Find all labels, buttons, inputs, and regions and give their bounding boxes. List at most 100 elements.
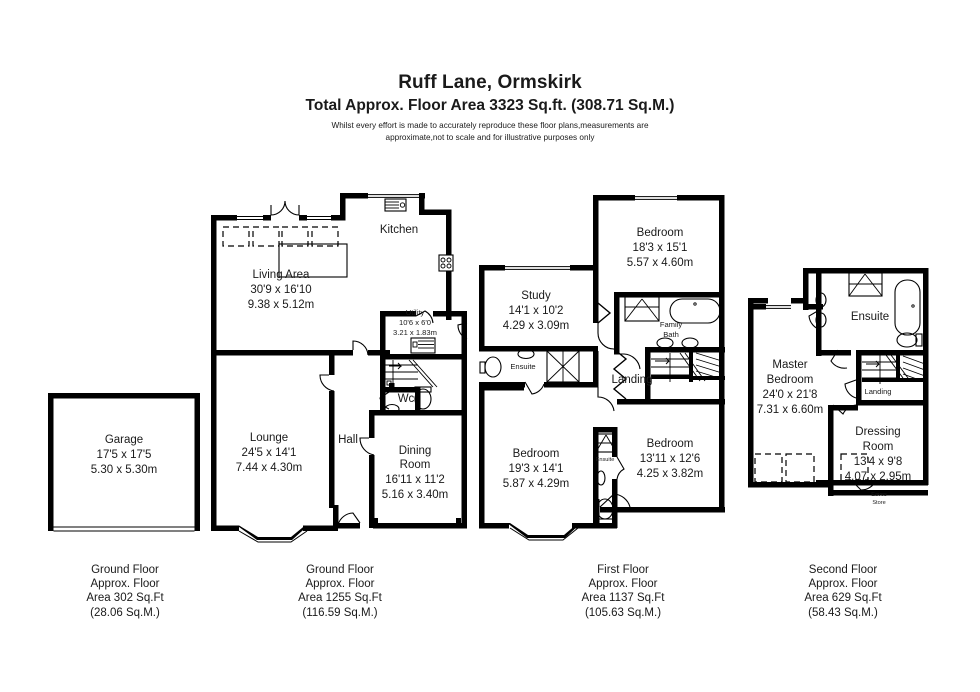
kitchen-sink-icon xyxy=(384,198,407,212)
ground-wall-living-lounge xyxy=(211,350,353,356)
second-caption-line-2: Approx. Floor xyxy=(808,578,878,591)
ground-caption-line-2: Approx. Floor xyxy=(305,578,375,591)
garage-caption-line-3: Area 302 Sq.Ft xyxy=(86,592,164,605)
living-area-label: Living Area xyxy=(253,269,311,281)
kitchen-label: Kitchen xyxy=(380,224,418,236)
second-landing-label: Landing xyxy=(864,387,891,396)
ground-wall-hall-lounge-upper xyxy=(329,355,335,375)
second-wall-ensuite-bottom-right xyxy=(859,350,928,356)
dining-side-window-icon xyxy=(462,448,467,478)
first-wall-bath-top xyxy=(614,292,724,298)
ground-caption-line-3: Area 1255 Sq.Ft xyxy=(298,592,382,605)
second-wall-ensuite-left xyxy=(816,304,822,356)
second-floor-floorplan: Ensuite Master Bedroom 24'0 x 21'8 7.31 … xyxy=(748,268,929,506)
ground-floor-floorplan: Kitchen Living Area 30'9 x 16'10 9.38 x … xyxy=(211,193,468,543)
ground-door-arcs xyxy=(319,310,468,526)
disclaimer-line-2: approximate,not to scale and for illustr… xyxy=(385,133,595,142)
second-wall-ensuite-bottom-left xyxy=(816,350,851,356)
first-staircase-icon xyxy=(651,352,725,382)
first-right-bedroom-metric: 4.25 x 3.82m xyxy=(637,468,703,480)
study-window-icon xyxy=(505,266,570,270)
landing-open-boundary-upper xyxy=(597,302,612,324)
ensuite-mid-label: Ensuite xyxy=(596,457,615,463)
garage-imperial: 17'5 x 17'5 xyxy=(97,449,152,461)
first-top-bedroom-metric: 5.57 x 4.60m xyxy=(627,257,693,269)
ensuite-study-basin-icon xyxy=(517,348,535,360)
dressing-room-label-line1: Dressing xyxy=(855,426,900,438)
second-outer-walls xyxy=(748,268,929,496)
garage-caption-line-1: Ground Floor xyxy=(91,564,159,576)
lounge-bay-window-icon xyxy=(237,525,308,543)
first-wall-ensuite-right xyxy=(593,351,599,387)
second-staircase-icon xyxy=(862,354,929,384)
second-door-arcs xyxy=(808,308,877,491)
hall-label: Hall xyxy=(338,434,358,446)
master-bedroom-label-line1: Master xyxy=(772,359,807,371)
garage-caption: Ground Floor Approx. Floor Area 302 Sq.F… xyxy=(15,563,235,620)
master-bedroom-metric: 7.31 x 6.60m xyxy=(757,404,823,416)
lounge-imperial: 24'5 x 14'1 xyxy=(242,447,297,459)
disclaimer-line-1: Whilst every effort is made to accuratel… xyxy=(331,121,649,130)
garage-wall-right xyxy=(194,393,200,531)
dining-room-label-line1: Dining xyxy=(399,445,432,457)
first-wall-study-right xyxy=(593,265,599,323)
first-caption-line-2: Approx. Floor xyxy=(588,578,658,591)
study-label: Study xyxy=(521,290,551,302)
second-ensuite-toilet-icon xyxy=(896,332,923,348)
first-wall-ensuite-bottom xyxy=(479,382,525,388)
second-wall-master-dressing xyxy=(828,405,834,485)
kitchen-hob-icon xyxy=(438,254,454,272)
utility-metric: 3.21 x 1.83m xyxy=(393,328,437,337)
ground-outer-walls xyxy=(211,193,467,531)
first-caption-line-3: Area 1137 Sq.Ft xyxy=(581,592,665,605)
second-ensuite-shower-icon xyxy=(848,272,883,297)
second-wall-jog-top xyxy=(748,298,768,304)
eaves-store-label-line1: Eaves xyxy=(871,492,887,498)
ground-caption-line-4: (116.59 Sq.M.) xyxy=(302,606,378,619)
garage-wall-bottom-right-stub xyxy=(194,525,200,531)
ensuite-mid-shower-icon xyxy=(595,433,617,453)
first-wall-landing-bottom xyxy=(617,399,725,405)
dining-room-label-line2: Room xyxy=(400,459,431,471)
second-wall-landing-left xyxy=(856,350,862,405)
ground-caption-line-1: Ground Floor xyxy=(306,564,374,576)
garage-door-icon xyxy=(53,526,195,532)
garage-metric: 5.30 x 5.30m xyxy=(91,464,157,476)
living-area-metric: 9.38 x 5.12m xyxy=(248,299,314,311)
ground-staircase-icon xyxy=(385,359,438,388)
second-ensuite-basins-icon xyxy=(815,292,827,328)
bifold-doors-icon xyxy=(222,226,339,247)
dining-room-metric: 5.16 x 3.40m xyxy=(382,489,448,501)
living-area-double-door-icon xyxy=(270,200,300,216)
second-floor-caption: Second Floor Approx. Floor Area 629 Sq.F… xyxy=(733,563,953,620)
dressing-room-label-line2: Room xyxy=(863,441,894,453)
living-area-window-icon xyxy=(237,216,331,220)
garage-caption-line-4: (28.06 Sq.M.) xyxy=(90,606,160,619)
ground-wall-dining-top xyxy=(369,410,467,416)
garage-wall-bottom-left-stub xyxy=(48,525,54,531)
dressing-room-imperial: 13'4 x 9'8 xyxy=(854,456,903,468)
total-floor-area-subtitle: Total Approx. Floor Area 3323 Sq.ft. (30… xyxy=(305,97,675,114)
first-left-bedroom-bay-icon xyxy=(507,523,581,541)
study-metric: 4.29 x 3.09m xyxy=(503,320,569,332)
first-outer-walls xyxy=(479,195,725,529)
family-bath-basins-icon xyxy=(656,337,699,349)
first-wall-bedroom-bath xyxy=(614,292,620,354)
first-mid-ensuite-walls xyxy=(593,427,618,529)
ground-wc-walls xyxy=(380,383,395,412)
second-caption-line-3: Area 629 Sq.Ft xyxy=(804,592,882,605)
second-caption-line-4: (58.43 Sq.M.) xyxy=(808,606,878,619)
utility-appliance-icon xyxy=(410,337,436,354)
landing-open-boundary xyxy=(612,348,628,400)
family-bath-label-line1: Family xyxy=(660,320,683,329)
utility-label: Utility xyxy=(406,308,425,317)
garage-wall-top xyxy=(48,393,200,399)
dressing-room-metric: 4.07 x 2.95m xyxy=(845,471,911,483)
kitchen-window-icon xyxy=(368,194,419,198)
dining-room-imperial: 16'11 x 11'2 xyxy=(385,474,445,486)
ensuite-study-label: Ensuite xyxy=(510,362,535,371)
first-left-bedroom-metric: 5.87 x 4.29m xyxy=(503,478,569,490)
dressing-wardrobe-icon xyxy=(840,453,869,481)
first-floor-caption: First Floor Approx. Floor Area 1137 Sq.F… xyxy=(513,563,733,620)
eaves-store-label-line2: Store xyxy=(872,500,885,506)
